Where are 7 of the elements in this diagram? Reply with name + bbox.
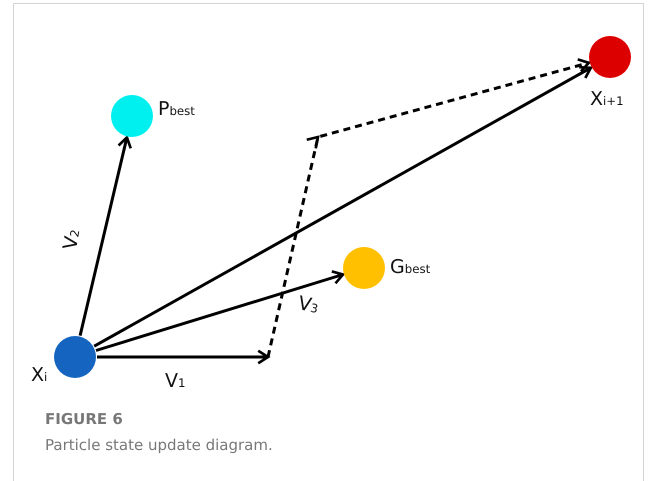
arrow — [97, 349, 270, 365]
arrow — [93, 66, 592, 348]
arrow — [78, 136, 132, 336]
figure-title: FIGURE 6 — [45, 410, 123, 428]
figure-caption: Particle state update diagram. — [45, 436, 273, 454]
dashed-arrow — [266, 58, 590, 358]
arrow — [96, 270, 344, 352]
